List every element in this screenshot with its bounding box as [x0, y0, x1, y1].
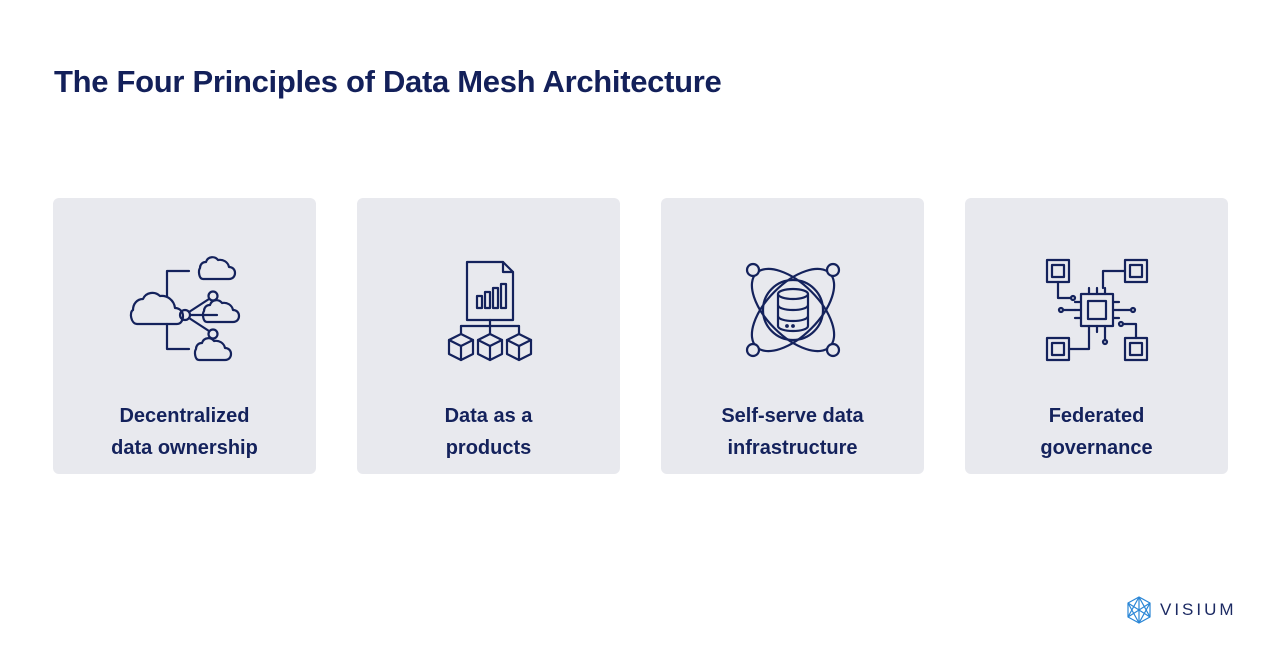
data-product-icon	[433, 254, 545, 366]
principle-label: Decentralized data ownership	[111, 405, 258, 459]
visium-logo: VISIUM	[1126, 596, 1237, 624]
principle-label: Self-serve data infrastructure	[721, 405, 864, 459]
principle-card-data-product: Data as a products	[357, 198, 620, 474]
database-orbit-icon	[737, 254, 849, 366]
principle-card-decentralized: Decentralized data ownership	[53, 198, 316, 474]
page-title: The Four Principles of Data Mesh Archite…	[54, 64, 722, 99]
principle-card-governance: Federated governance	[965, 198, 1228, 474]
cloud-network-icon	[129, 254, 241, 366]
chip-network-icon	[1041, 254, 1153, 366]
principle-label: Federated governance	[1040, 405, 1153, 459]
principle-label: Data as a products	[444, 405, 533, 459]
visium-logo-icon	[1126, 596, 1152, 624]
principle-card-self-serve: Self-serve data infrastructure	[661, 198, 924, 474]
brand-name: VISIUM	[1160, 600, 1237, 619]
principles-list: Decentralized data ownership	[53, 198, 1228, 474]
